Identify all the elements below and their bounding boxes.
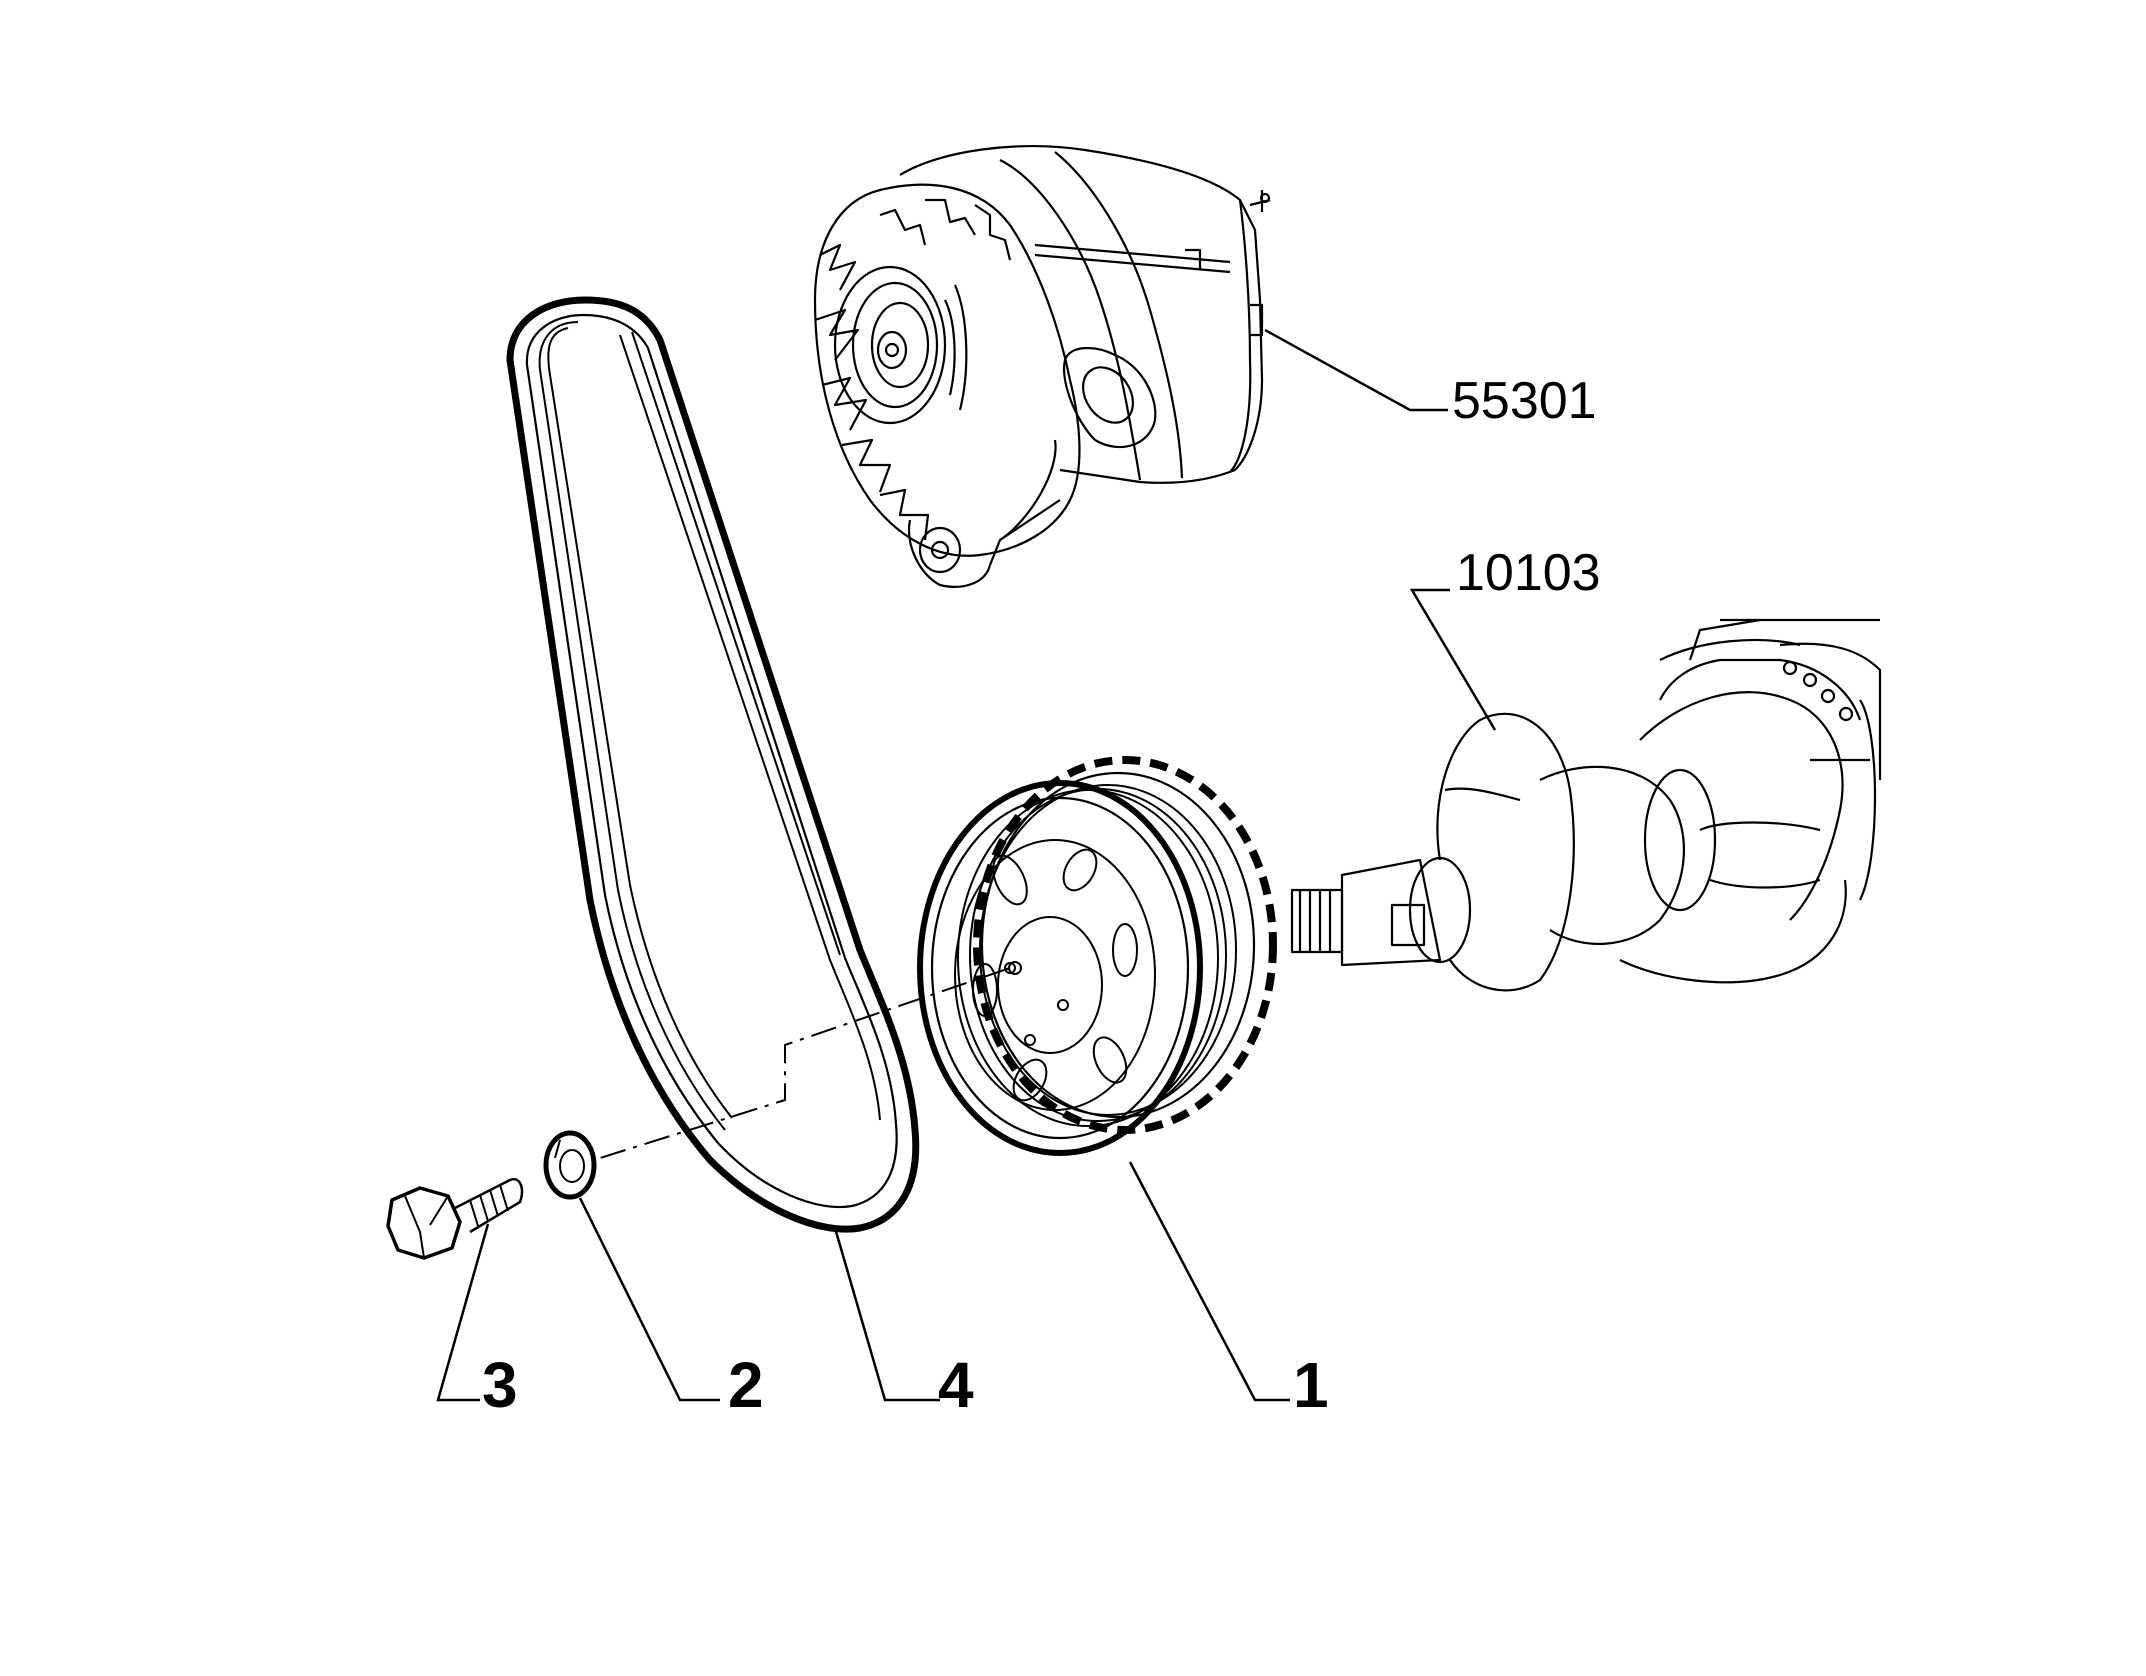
leader-4: [833, 1227, 940, 1402]
leader-1: [1128, 1161, 1290, 1402]
label-4: 4: [938, 1349, 974, 1421]
drive-belt: [506, 296, 920, 1233]
leader-2: [578, 1197, 720, 1402]
crankshaft-pulley: [917, 756, 1277, 1156]
leader-lines: [436, 328, 1497, 1402]
leader-10103: [1409, 588, 1497, 731]
label-2: 2: [728, 1349, 764, 1421]
leader-3: [436, 1223, 490, 1402]
alternator: [813, 145, 1271, 588]
assembly-axis-line: [599, 967, 1011, 1159]
crankshaft: [1290, 618, 1882, 992]
label-10103: 10103: [1456, 544, 1601, 602]
label-3: 3: [482, 1349, 518, 1421]
bolt: [386, 1177, 524, 1260]
leader-55301: [1264, 328, 1448, 412]
label-1: 1: [1293, 1349, 1329, 1421]
label-55301: 55301: [1452, 372, 1597, 430]
washer: [543, 1130, 597, 1200]
